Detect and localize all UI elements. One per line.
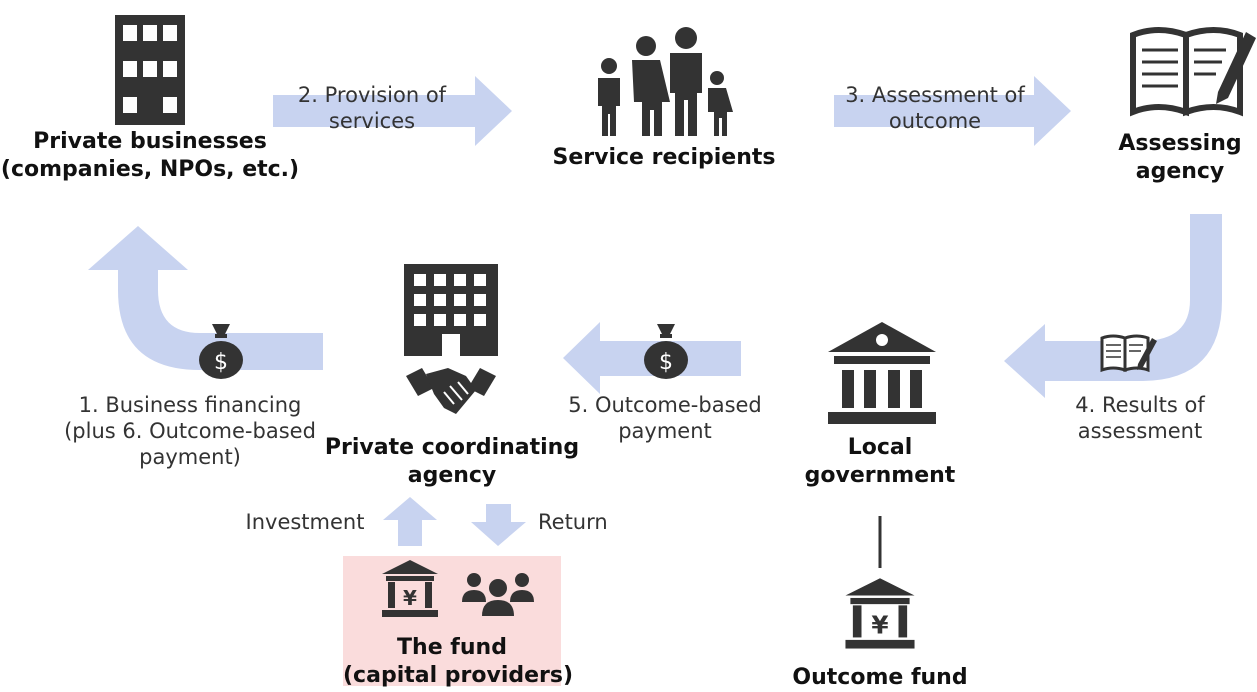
fund-line2: (capital providers): [343, 663, 574, 688]
financing-line3: payment): [139, 445, 241, 469]
fund-label: The fund (capital providers): [343, 634, 574, 690]
private-businesses-label: Private businesses (companies, NPOs, etc…: [0, 128, 300, 184]
financing-line2: (plus 6. Outcome-based: [64, 419, 316, 443]
private-businesses-line1: Private businesses: [33, 129, 267, 154]
outcome-payment-line2: payment: [618, 419, 712, 443]
assessment-arrow: [834, 76, 1071, 146]
results-text: 4. Results of assessment: [1050, 392, 1230, 444]
money-bag-icon: $: [644, 324, 688, 379]
svg-text:$: $: [214, 350, 228, 375]
investment-arrow: [383, 497, 437, 546]
investment-label: Investment: [245, 510, 365, 534]
coordinating-agency-label: Private coordinating agency: [312, 434, 592, 490]
provision-line1: 2. Provision of: [297, 83, 447, 107]
small-book-pen-icon: [1100, 334, 1157, 373]
fund-line1: The fund: [397, 635, 507, 660]
outcome-fund-label: Outcome fund: [792, 665, 968, 690]
financing-money-bag-icon: $: [199, 324, 243, 379]
local-government-line2: government: [804, 463, 956, 488]
financing-line1: 1. Business financing: [78, 393, 302, 417]
outcome-payment-text: 5. Outcome-based payment: [555, 392, 775, 444]
people-group-icon: [462, 573, 534, 616]
svg-text:$: $: [659, 350, 673, 375]
outcome-payment-line1: 5. Outcome-based: [568, 393, 762, 417]
office-building-icon: [115, 15, 185, 125]
results-line1: 4. Results of: [1075, 393, 1205, 417]
yen-bank-icon: ¥: [382, 560, 438, 617]
return-label: Return: [538, 510, 608, 534]
family-icon: [598, 27, 733, 136]
results-line2: assessment: [1077, 419, 1203, 443]
assessment-line1: 3. Assessment of: [845, 83, 1025, 107]
service-recipients-label: Service recipients: [552, 145, 776, 170]
coordinating-agency-line1: Private coordinating: [324, 435, 580, 460]
results-arrow: [1004, 214, 1222, 398]
provision-line2: services: [328, 109, 416, 133]
provision-arrow: [273, 76, 512, 146]
outcome-fund-yen-bank-icon: ¥: [845, 578, 915, 649]
local-government-label: Local government: [790, 434, 970, 490]
assessing-agency-line1: Assessing: [1118, 131, 1242, 156]
svg-text:¥: ¥: [871, 611, 888, 640]
local-government-line1: Local: [847, 435, 913, 460]
assessing-agency-line2: agency: [1135, 159, 1225, 184]
assessment-line2: outcome: [888, 109, 982, 133]
book-pen-icon: [1130, 27, 1256, 117]
private-businesses-line2: (companies, NPOs, etc.): [0, 157, 300, 182]
assessment-text: 3. Assessment of outcome: [830, 82, 1040, 134]
assessing-agency-label: Assessing agency: [1110, 130, 1250, 186]
government-building-icon: [828, 322, 936, 424]
financing-arrow: [88, 226, 323, 370]
coordinating-agency-line2: agency: [407, 463, 497, 488]
return-arrow: [471, 504, 526, 546]
financing-text: 1. Business financing (plus 6. Outcome-b…: [40, 392, 340, 470]
provision-text: 2. Provision of services: [272, 82, 472, 134]
building-handshake-icon: [404, 264, 498, 414]
svg-text:¥: ¥: [403, 586, 417, 610]
